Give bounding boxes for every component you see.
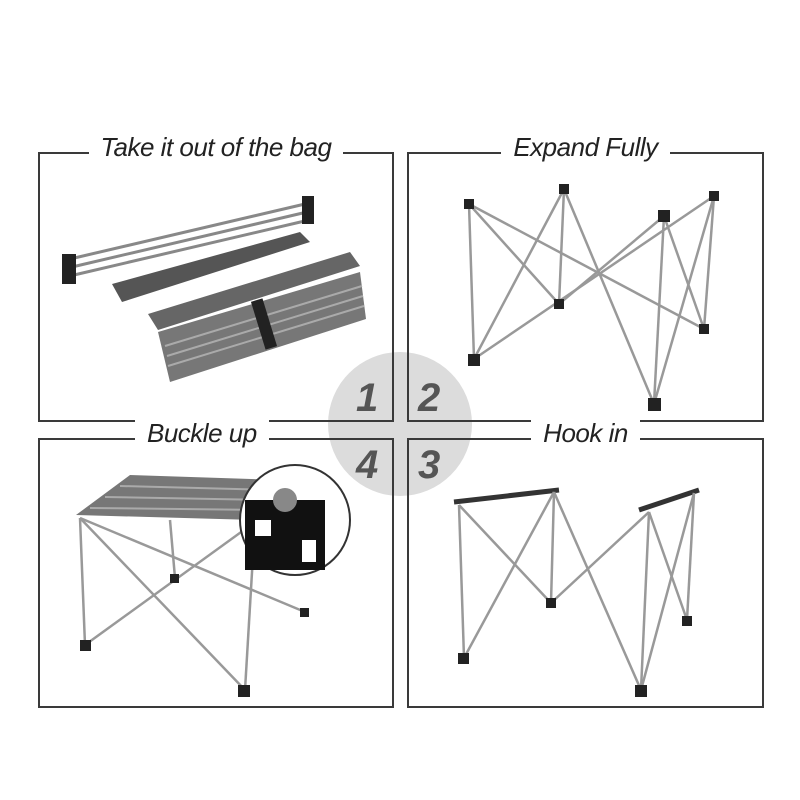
step-3-number: 3: [418, 443, 441, 487]
step-1-panel: Take it out of the bag: [38, 132, 394, 422]
step-4-title: Buckle up: [135, 418, 269, 448]
step-2-title: Expand Fully: [501, 132, 670, 162]
step-4-panel: Buckle up: [38, 418, 394, 708]
step-1-title: Take it out of the bag: [88, 132, 344, 162]
packed-table-parts-image: [62, 196, 366, 382]
hooked-frame-image: [453, 487, 700, 697]
step-2-panel: Expand Fully: [407, 132, 764, 422]
step-3-panel: Hook in: [407, 418, 764, 708]
expanded-frame-image: [464, 184, 719, 411]
step-1-number: 1: [356, 376, 379, 420]
step-4-number: 4: [356, 443, 379, 487]
assembled-table-image: [76, 464, 351, 697]
step-3-title: Hook in: [531, 418, 640, 448]
step-2-number: 2: [418, 376, 441, 420]
center-circle: [328, 352, 472, 496]
